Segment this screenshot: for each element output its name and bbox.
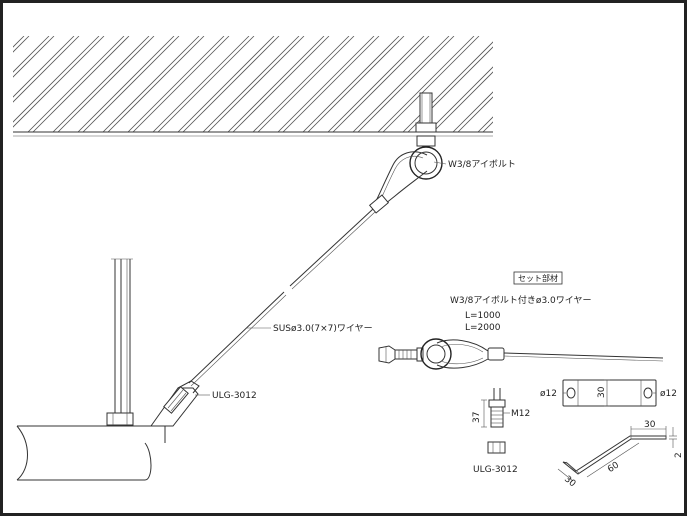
diagonal-wire: [188, 208, 376, 387]
hatch-line: [182, 36, 280, 132]
hatch-line: [482, 121, 493, 132]
hatch-line: [432, 71, 493, 132]
hatch-line: [533, 36, 629, 132]
length-1000: L=1000: [465, 311, 501, 321]
hatch-line: [327, 36, 425, 132]
hatch-line: [457, 96, 493, 132]
hatch-line: [528, 36, 624, 132]
angle-bracket-detail: [557, 426, 677, 482]
hatch-line: [352, 36, 450, 132]
hatch-line: [13, 36, 30, 53]
flange-top-dim: 30: [644, 420, 656, 430]
hatch-line: [558, 36, 654, 132]
hatch-line: [257, 36, 355, 132]
hatch-line: [177, 36, 275, 132]
eyebolt-label: W3/8アイボルト: [448, 159, 516, 170]
hatch-line: [508, 36, 604, 132]
m12-bolt-detail: [481, 388, 506, 454]
ulg-bracket-installed: [150, 380, 200, 427]
hatch-line: [3, 36, 4, 132]
hatch-line: [282, 36, 380, 132]
ulg-label-installed: ULG-3012: [212, 391, 257, 401]
hatch-line: [302, 36, 400, 132]
hatch-line: [307, 36, 405, 132]
hatch-line: [132, 36, 230, 132]
hatch-line: [227, 36, 325, 132]
hatch-line: [57, 36, 155, 132]
hatch-line: [27, 36, 125, 132]
set-description: W3/8アイボルト付きø3.0ワイヤー: [450, 295, 591, 306]
length-2000: L=2000: [465, 323, 501, 333]
hatch-line: [13, 36, 80, 103]
set-title: セット部材: [518, 273, 558, 283]
hatch-line: [157, 36, 255, 132]
hatch-line: [232, 36, 330, 132]
hatch-line: [13, 36, 25, 48]
hatch-line: [578, 36, 674, 132]
hatch-line: [357, 36, 455, 132]
angle-long-dim: 60: [606, 460, 621, 475]
hatch-line: [13, 36, 75, 98]
hatch-line: [503, 36, 599, 132]
hatch-line: [127, 36, 225, 132]
hatch-line: [583, 36, 679, 132]
hatch-line: [553, 36, 649, 132]
technical-drawing: W3/8アイボルト SUSø3.0(7×7)ワイヤー ULG-3012: [3, 36, 684, 490]
hatch-line: [52, 36, 150, 132]
flat-plate-detail: [562, 379, 657, 407]
hatch-line: [13, 36, 105, 128]
hatch-line: [32, 36, 130, 132]
hatch-line: [207, 36, 305, 132]
hatch-line: [427, 66, 493, 132]
hole-left-dim: ø12: [540, 389, 557, 399]
angle-short-dim: 30: [562, 474, 577, 489]
hatch-line: [332, 36, 430, 132]
hatch-line: [402, 41, 493, 132]
base-block: [16, 412, 166, 481]
hatch-line: [13, 36, 100, 123]
vertical-rods: [111, 258, 133, 415]
hatch-line: [152, 36, 250, 132]
hatch-line: [107, 36, 205, 132]
ulg-label-detail: ULG-3012: [473, 465, 518, 475]
bolt-length-dim: 37: [472, 412, 482, 423]
eyebolt-assembly-detail: [378, 338, 664, 370]
hatch-line: [77, 36, 175, 132]
hole-right-dim: ø12: [660, 389, 677, 399]
hatch-line: [102, 36, 200, 132]
hatch-line: [452, 91, 493, 132]
set-title-box: セット部材: [513, 271, 563, 285]
flange-thick-dim: 2: [674, 452, 684, 458]
hatch-line: [252, 36, 350, 132]
hatch-line: [277, 36, 375, 132]
ceiling-slab: [3, 36, 679, 137]
hatch-line: [377, 36, 475, 132]
eyebolt-installed: [368, 92, 443, 214]
m12-label: M12: [511, 409, 530, 419]
hatch-line: [382, 36, 480, 132]
wire-label: SUSø3.0(7×7)ワイヤー: [273, 324, 373, 334]
hatch-line: [13, 36, 50, 73]
hatch-line: [202, 36, 300, 132]
plate-height-dim: 30: [597, 386, 607, 398]
hatch-line: [477, 116, 493, 132]
hatch-line: [13, 36, 55, 78]
hatch-line: [82, 36, 180, 132]
